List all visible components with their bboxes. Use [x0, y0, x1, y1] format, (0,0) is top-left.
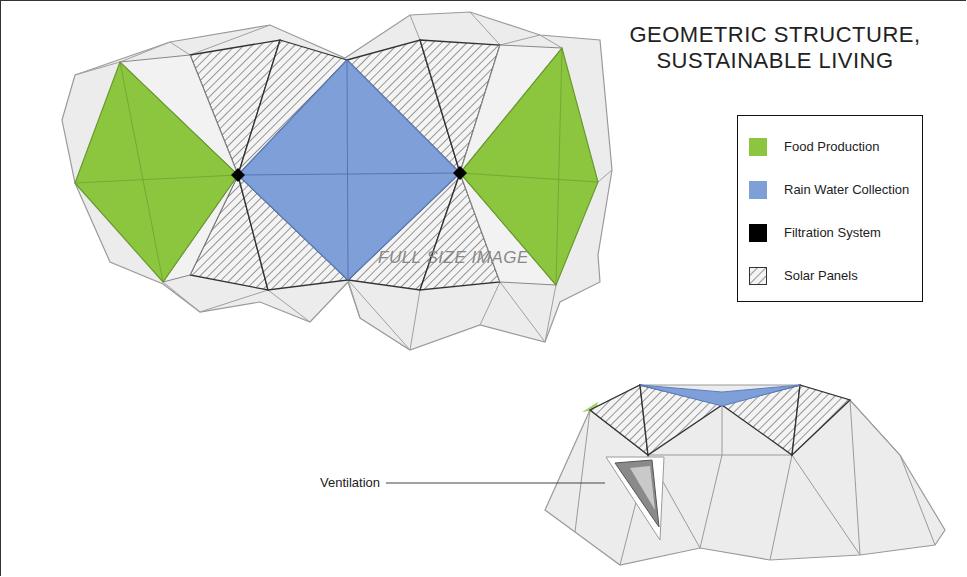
legend-row: Filtration System — [738, 221, 922, 245]
watermark: FULL SIZE IMAGE — [378, 248, 529, 268]
legend-text: Food Production — [784, 139, 879, 154]
legend-text: Rain Water Collection — [784, 182, 909, 197]
legend-swatch — [749, 138, 767, 156]
legend-text: Filtration System — [784, 225, 881, 240]
legend-swatch — [749, 181, 767, 199]
hatch-swatch — [749, 267, 767, 285]
legend-row: Rain Water Collection — [738, 178, 922, 202]
legend-text: Solar Panels — [784, 268, 858, 283]
legend-swatch — [749, 224, 767, 242]
legend-row: Solar Panels — [738, 264, 922, 288]
legend-row: Food Production — [738, 135, 922, 159]
diagram-title: GEOMETRIC STRUCTURE, SUSTAINABLE LIVING — [615, 22, 935, 74]
legend-box: Food ProductionRain Water CollectionFilt… — [737, 115, 923, 302]
callout-label: Ventilation — [320, 475, 380, 490]
